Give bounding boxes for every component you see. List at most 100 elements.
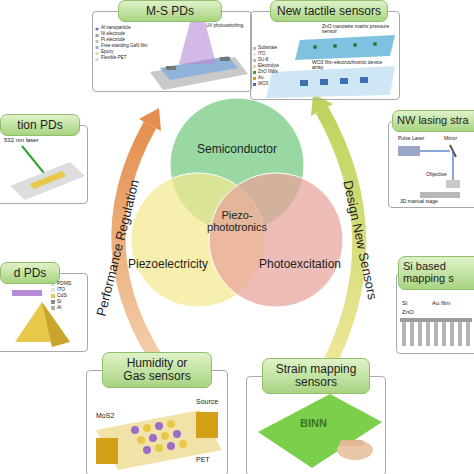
annotation-text: ITO: [258, 52, 265, 57]
tactile-illustration: [253, 47, 256, 50]
tab-text-holder: New tactile sensors: [277, 5, 381, 18]
pillar-array-illustration: [466, 322, 470, 346]
tactile-illustration: [320, 79, 328, 85]
pd-pyramid-illustration: [51, 300, 55, 304]
pd-pyramid-illustration: [12, 282, 70, 347]
tab-text-holder: Humidity or Gas sensors: [117, 357, 197, 382]
design-arrow: [311, 94, 333, 116]
pillar-array-illustration: [458, 322, 462, 346]
pillar-array-illustration: [434, 322, 438, 346]
panel-frame: [0, 273, 88, 352]
ms-pd-illustration: [96, 52, 99, 55]
tactile-illustration: [295, 35, 395, 60]
panel-heading: d PDs: [14, 267, 47, 280]
annotation-text: Al nanoparticle: [101, 26, 131, 31]
figure-panel: d PDs: [0, 262, 88, 352]
annotation-text: Ni electrode: [101, 32, 125, 37]
annotation-text: PDMS: [57, 281, 71, 286]
regulation-arrow: [139, 108, 161, 131]
pillar-array-illustration: [426, 322, 430, 346]
strain-sheet-illustration: [340, 440, 364, 446]
lasing-setup-illustration: [452, 151, 453, 185]
annotation-text: Substrate: [258, 46, 277, 51]
annotation-text: Pulse Laser: [398, 136, 424, 141]
panel-heading: Strain mapping sensors: [270, 363, 362, 388]
figure-panel: NW lasing stra: [388, 110, 474, 208]
strain-sheet-illustration: [258, 394, 382, 468]
tactile-illustration: [360, 77, 368, 83]
annotation-text: Al: [57, 305, 61, 310]
annotation-text: Electrolyte: [258, 64, 279, 69]
gas-sensor-illustration: [96, 438, 118, 464]
pillar-array-illustration: [400, 318, 472, 322]
annotation-text: WO3: [258, 82, 268, 87]
panel-tab: New tactile sensors: [270, 0, 388, 22]
tab-text-holder: d PDs: [14, 267, 47, 280]
lasing-setup-illustration: [398, 146, 420, 156]
panel-tab: d PDs: [0, 262, 60, 284]
ms-pd-illustration: [96, 46, 99, 49]
pillar-array-illustration: [418, 322, 422, 346]
gas-sensor-illustration: [155, 422, 163, 430]
gas-sensor-illustration: [137, 436, 145, 444]
tab-text-holder: Strain mapping sensors: [270, 363, 362, 388]
tactile-illustration: [373, 42, 377, 46]
lasing-setup-illustration: [446, 180, 460, 188]
tab-text-holder: M-S PDs: [146, 5, 194, 18]
gas-sensor-illustration: [131, 426, 139, 434]
tactile-illustration: [253, 35, 395, 98]
tactile-illustration: [253, 83, 256, 86]
tactile-illustration: [313, 45, 317, 49]
ms-pd-illustration: [96, 34, 99, 37]
strain-sheet-illustration: [258, 394, 382, 468]
tab-text-holder: NW lasing stra: [397, 115, 469, 127]
laser-pd-illustration: [10, 162, 85, 200]
annotation-text: Free-standing GaN film: [101, 44, 148, 49]
ms-pd-illustration: [95, 27, 98, 30]
annotation-text: Au film: [432, 300, 450, 306]
circle-label: Semiconductor: [169, 142, 305, 156]
annotation-text: ZnO: [402, 309, 414, 315]
pillar-array-illustration: [400, 318, 472, 346]
gas-sensor-illustration: [149, 434, 157, 442]
panel-tab: Humidity or Gas sensors: [102, 352, 212, 388]
figure-panel: tion PDs: [0, 114, 88, 204]
venn-circle: Photoexcitation: [208, 172, 344, 308]
annotation-text: MoS2: [96, 412, 114, 419]
gas-sensor-illustration: [143, 424, 151, 432]
annotation-text: UV photoswitching: [206, 24, 243, 29]
pd-pyramid-illustration: [12, 290, 42, 296]
annotation-text: 3D manual stage: [400, 199, 438, 204]
ms-pd-illustration: [179, 22, 216, 64]
concept-label: Piezo-phototronics: [204, 210, 270, 233]
panel-tab: M-S PDs: [118, 0, 222, 22]
gas-sensor-illustration: [143, 446, 151, 454]
pd-pyramid-illustration: [51, 306, 55, 310]
pillar-array-illustration: [402, 322, 406, 346]
circle-shape: [209, 173, 343, 307]
gas-sensor-illustration: [155, 444, 163, 452]
annotation-text: Mirror: [444, 136, 457, 141]
annotation-text: Objective: [426, 172, 447, 177]
tactile-illustration: [253, 59, 256, 62]
laser-pd-illustration: [10, 146, 85, 200]
circle-outline: [208, 172, 344, 308]
annotation-text: BINN: [300, 418, 327, 430]
lasing-setup-illustration: [398, 145, 460, 198]
annotation-text: Source: [196, 398, 218, 405]
annotation-text: ZnO NWs: [258, 70, 278, 75]
tactile-illustration: [300, 80, 308, 86]
annotation-text: 532 nm laser: [4, 137, 39, 143]
ms-pd-illustration: [220, 57, 230, 61]
tactile-illustration: [253, 65, 256, 68]
annotation-text: ITO: [57, 287, 65, 292]
tactile-illustration: [353, 43, 357, 47]
pillar-array-illustration: [450, 322, 454, 346]
gas-sensor-illustration: [196, 412, 218, 438]
panel-heading: Humidity or Gas sensors: [117, 357, 197, 382]
pd-pyramid-illustration: [51, 288, 55, 292]
ms-pd-illustration: [96, 40, 99, 43]
ms-pd-illustration: [95, 22, 248, 90]
